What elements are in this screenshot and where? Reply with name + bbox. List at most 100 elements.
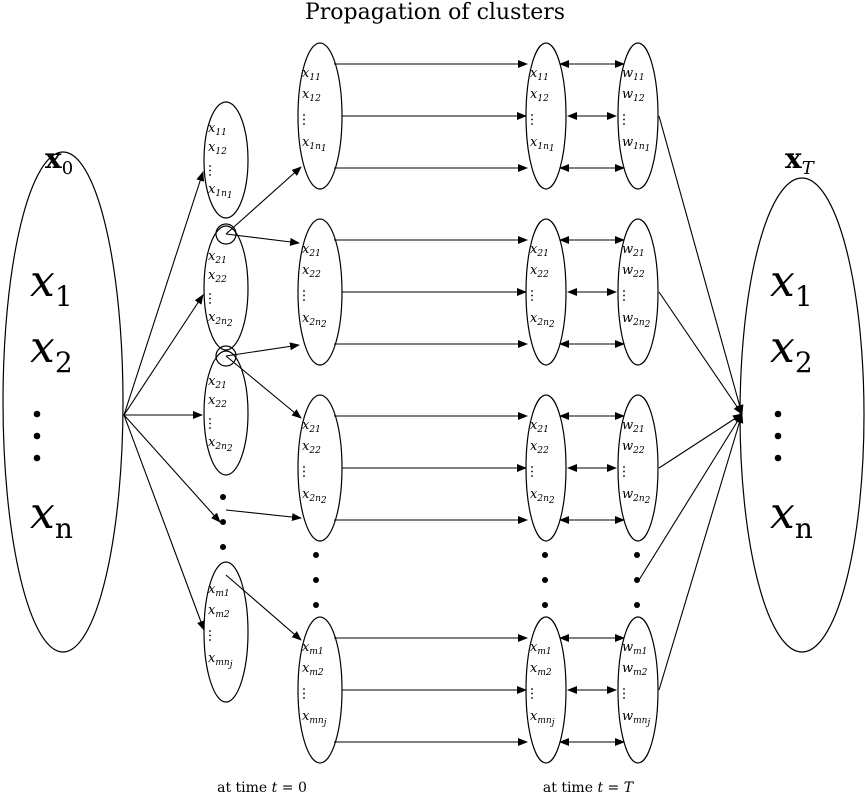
cluster-link-arrow bbox=[225, 233, 300, 246]
cluster-item: xm2 bbox=[208, 603, 230, 620]
cluster-vdot bbox=[623, 470, 625, 473]
cluster-vdot bbox=[531, 466, 533, 468]
cluster-item: x2n2 bbox=[302, 487, 327, 506]
w-to-xT-arrow bbox=[658, 291, 743, 415]
cluster-vdot bbox=[623, 294, 625, 297]
cluster-item: w21 bbox=[622, 418, 645, 435]
cluster-vdot bbox=[209, 297, 211, 300]
w-to-xT-arrow bbox=[658, 413, 743, 469]
cluster-item: x2n2 bbox=[208, 310, 233, 329]
cluster-c-x2b-ellipse bbox=[525, 394, 567, 542]
cluster-item: xm1 bbox=[302, 640, 324, 657]
left-item-1: x1 bbox=[30, 256, 73, 313]
cluster-item: x22 bbox=[302, 439, 321, 456]
cluster-b-xm-ellipse bbox=[297, 616, 343, 764]
cluster-vdot bbox=[303, 118, 305, 121]
cluster-item: x21 bbox=[302, 242, 321, 259]
junction-circle bbox=[215, 345, 237, 367]
cluster-item: x12 bbox=[302, 87, 321, 104]
cluster-item: x12 bbox=[208, 140, 227, 157]
right-item-1: x1 bbox=[770, 256, 813, 313]
cluster-item: w1n1 bbox=[622, 135, 650, 154]
col2-vdot bbox=[313, 577, 319, 583]
cluster-vdot bbox=[531, 114, 533, 116]
cluster-vdot bbox=[623, 290, 625, 292]
right-big-ellipse bbox=[739, 177, 865, 653]
left-big-ellipse bbox=[2, 151, 124, 653]
cluster-d-w2b-ellipse bbox=[617, 394, 659, 542]
w-to-xT-arrow bbox=[638, 413, 743, 581]
cluster-link-arrow bbox=[225, 166, 302, 235]
left-set-subscript: 0 bbox=[62, 158, 73, 179]
cluster-vdot bbox=[531, 470, 533, 473]
cluster-item: x1n1 bbox=[208, 182, 233, 201]
cluster-vdot bbox=[531, 290, 533, 292]
cluster-item: wmnj bbox=[622, 709, 650, 728]
left-set-symbol: x bbox=[45, 142, 62, 175]
cluster-vdot bbox=[209, 165, 211, 167]
col2-vdot bbox=[313, 602, 319, 608]
cluster-vdot bbox=[531, 123, 533, 125]
col3-vdot bbox=[542, 577, 548, 583]
right-item-n: xn bbox=[770, 488, 813, 545]
cluster-vdot bbox=[209, 634, 211, 637]
right-set-symbol: x bbox=[785, 142, 802, 175]
cluster-link-arrow bbox=[225, 355, 302, 419]
cluster-a-x1-ellipse bbox=[203, 101, 249, 219]
cluster-vdot bbox=[531, 299, 533, 301]
cluster-vdot bbox=[623, 118, 625, 121]
cluster-vdot bbox=[623, 123, 625, 125]
x0-to-cluster-arrow bbox=[123, 171, 205, 416]
cluster-d-w2-ellipse bbox=[617, 218, 659, 366]
cluster-item: x1n1 bbox=[530, 135, 555, 154]
caption-left: at time t = 0 bbox=[217, 780, 307, 793]
cluster-vdot bbox=[531, 118, 533, 121]
cluster-item: w12 bbox=[622, 87, 645, 104]
cluster-vdot bbox=[531, 294, 533, 297]
cluster-vdot bbox=[303, 299, 305, 301]
cluster-vdot bbox=[303, 290, 305, 292]
cluster-vdot bbox=[303, 688, 305, 690]
col4-vdot bbox=[634, 577, 640, 583]
cluster-item: x22 bbox=[208, 393, 227, 410]
cluster-vdot bbox=[303, 294, 305, 297]
cluster-item: x21 bbox=[302, 418, 321, 435]
cluster-b-x2b: x21 x22 x2n2 bbox=[297, 394, 343, 542]
cluster-vdot bbox=[303, 470, 305, 473]
cluster-d-w1-ellipse bbox=[617, 42, 659, 190]
cluster-vdot bbox=[623, 466, 625, 468]
cluster-a-x2b-ellipse bbox=[203, 350, 249, 476]
cluster-item: wm1 bbox=[622, 640, 647, 657]
cluster-item: x21 bbox=[530, 418, 549, 435]
cluster-item: x22 bbox=[208, 268, 227, 285]
cluster-vdot bbox=[531, 692, 533, 695]
cluster-vdot bbox=[531, 697, 533, 699]
cluster-item: x22 bbox=[302, 263, 321, 280]
cluster-vdot bbox=[303, 475, 305, 477]
cluster-d-wm-ellipse bbox=[617, 616, 659, 764]
cluster-vdot bbox=[623, 692, 625, 695]
cluster-vdot bbox=[209, 293, 211, 295]
left-vdot bbox=[33, 410, 41, 418]
w-to-xT-arrow bbox=[658, 413, 744, 691]
cluster-b-x2b-ellipse bbox=[297, 394, 343, 542]
cluster-c-xm-ellipse bbox=[525, 616, 567, 764]
cluster-item: xm1 bbox=[208, 582, 230, 599]
cluster-b-x1-ellipse bbox=[297, 42, 343, 190]
left-item-n: xn bbox=[30, 488, 73, 545]
cluster-item: w21 bbox=[622, 242, 645, 259]
cluster-vdot bbox=[623, 688, 625, 690]
cluster-item: xm2 bbox=[530, 661, 552, 678]
cluster-vdot bbox=[209, 418, 211, 420]
cluster-vdot bbox=[209, 174, 211, 176]
left-item-2: x2 bbox=[30, 322, 73, 379]
cluster-vdot bbox=[209, 302, 211, 304]
cluster-vdot bbox=[531, 475, 533, 477]
